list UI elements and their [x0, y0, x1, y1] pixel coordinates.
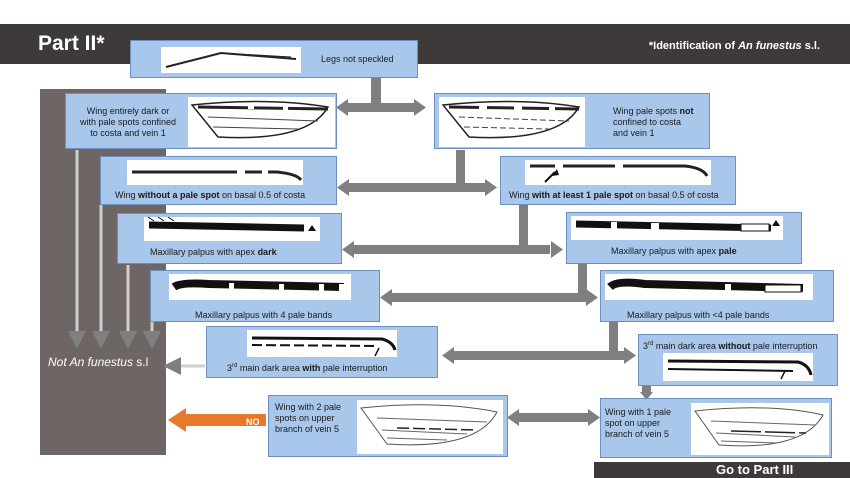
- costa-pale-illustration: [525, 160, 711, 185]
- dark-area-with-box: 3rd main dark area with pale interruptio…: [206, 326, 438, 378]
- dark-area-without-box: 3rd main dark area without pale interrup…: [638, 334, 838, 386]
- pale-wing-illustration: [439, 97, 585, 147]
- no-arrow-label: NO: [246, 417, 260, 427]
- wing-with-spot-box: Wing with at least 1 pale spot on basal …: [500, 156, 736, 205]
- legs-label: Legs not speckled: [321, 54, 394, 64]
- wing-without-spot-label: Wing without a pale spot on basal 0.5 of…: [115, 190, 306, 200]
- legs-not-speckled-box: Legs not speckled: [130, 40, 418, 78]
- not-funestus-label: Not An funestus s.l: [48, 355, 149, 369]
- palpus-4-bands-box: Maxillary palpus with 4 pale bands: [150, 270, 380, 322]
- palpus-lt4-bands-label: Maxillary palpus with <4 pale bands: [627, 310, 770, 320]
- wing-with-spot-label: Wing with at least 1 pale spot on basal …: [509, 190, 719, 200]
- palpus-pale-illustration: [571, 216, 783, 240]
- vein5-two-spots-illustration: [357, 400, 503, 454]
- dark-area-without-illustration: [663, 353, 813, 381]
- palpus-pale-box: Maxillary palpus with apex pale: [566, 212, 802, 264]
- palpus-dark-box: Maxillary palpus with apex dark: [117, 213, 342, 264]
- go-to-part-iii-label[interactable]: Go to Part III: [716, 462, 794, 477]
- vein5-one-spot-illustration: [691, 403, 829, 455]
- dark-wing-illustration: [188, 97, 335, 147]
- palpus-4-bands-illustration: [169, 274, 351, 300]
- not-funestus-panel: [40, 89, 166, 455]
- dark-area-with-label: 3rd main dark area with pale interruptio…: [227, 363, 388, 373]
- page-title: Part II*: [38, 32, 105, 55]
- wing-without-spot-box: Wing without a pale spot on basal 0.5 of…: [100, 156, 337, 205]
- go-to-part-iii-bar[interactable]: [594, 462, 850, 478]
- palpus-dark-illustration: [144, 216, 320, 241]
- costa-dark-illustration: [127, 160, 303, 185]
- identification-note: *Identification of An funestus s.l.: [648, 40, 820, 52]
- dark-area-without-label: 3rd main dark area without pale interrup…: [643, 341, 818, 351]
- palpus-4-bands-label: Maxillary palpus with 4 pale bands: [195, 310, 333, 320]
- palpus-lt4-bands-box: Maxillary palpus with <4 pale bands: [600, 270, 834, 322]
- palpus-dark-label: Maxillary palpus with apex dark: [150, 247, 277, 257]
- palpus-pale-label: Maxillary palpus with apex pale: [611, 246, 737, 256]
- dark-area-with-illustration: [247, 330, 397, 357]
- palpus-lt4-bands-illustration: [605, 274, 813, 300]
- leg-illustration: [161, 47, 301, 73]
